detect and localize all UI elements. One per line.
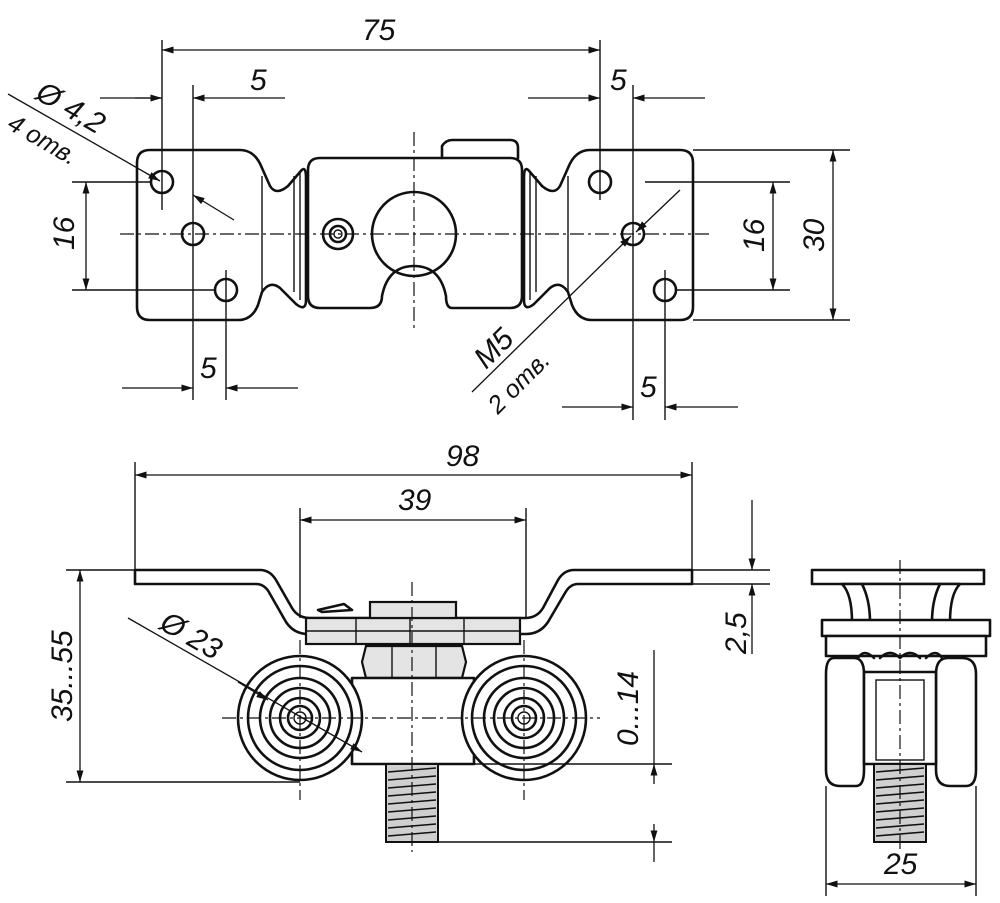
side-wheel-right <box>934 656 978 788</box>
top-left-plate <box>135 148 308 322</box>
front-clip <box>368 600 458 620</box>
side-lower-plate <box>820 618 992 638</box>
label-thread-size: M5 <box>468 322 521 375</box>
dim-side-width: 25 <box>883 848 918 881</box>
dim-front-height: 35...55 <box>46 630 79 722</box>
side-wheel-left <box>824 656 866 788</box>
dim-top-right-16: 16 <box>738 218 771 252</box>
top-clip <box>440 138 520 160</box>
front-hex-nut <box>360 644 468 680</box>
dim-bottom-left-5: 5 <box>200 352 217 385</box>
front-axle-body <box>350 676 476 766</box>
side-carriage <box>824 634 988 658</box>
label-wheel-diameter: Ø 23 <box>154 605 228 667</box>
dim-top-left-5: 5 <box>250 64 267 97</box>
top-view: 75 5 5 16 16 30 5 5 Ø 4,2 4 отв. <box>3 14 850 420</box>
dim-front-overall: 98 <box>446 440 480 473</box>
top-right-plate <box>522 148 695 322</box>
side-top-plate <box>810 568 986 586</box>
dim-adjust-range: 0...14 <box>612 671 645 746</box>
dim-plate-thickness: 2,5 <box>720 612 753 655</box>
dim-top-right-5: 5 <box>610 64 627 97</box>
side-view: 25 <box>810 560 992 896</box>
top-center-body <box>306 156 524 310</box>
front-view: 98 39 35...55 2,5 0...14 Ø 23 <box>46 440 770 862</box>
dim-top-30: 30 <box>798 218 831 252</box>
dim-top-left-16: 16 <box>48 216 81 250</box>
dim-bottom-right-5: 5 <box>640 371 657 404</box>
dim-front-inner: 39 <box>398 484 432 517</box>
dim-top-overall: 75 <box>362 14 396 47</box>
